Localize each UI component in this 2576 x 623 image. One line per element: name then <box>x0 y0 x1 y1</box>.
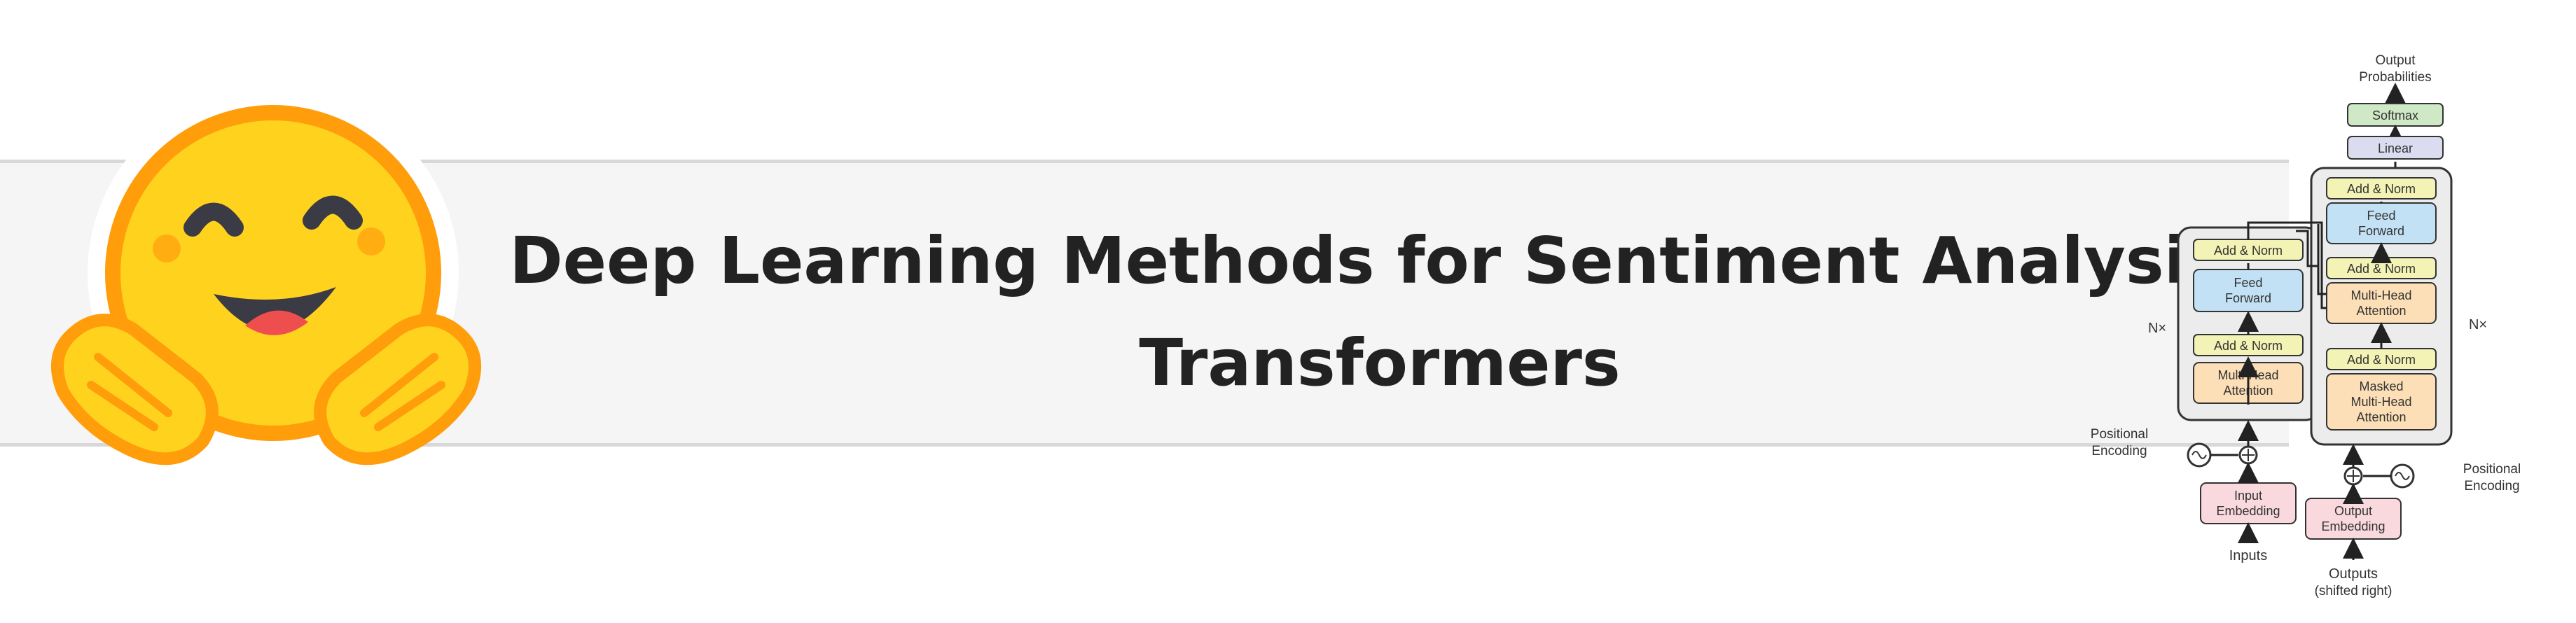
encoder-add-norm-top-label: Add & Norm <box>2214 244 2283 258</box>
page-title: Deep Learning Methods for Sentiment Anal… <box>462 210 2297 414</box>
decoder-masked-attention <box>2326 373 2437 430</box>
decoder-softmax-label: Softmax <box>2372 108 2418 122</box>
decoder-positional-line-2: Encoding <box>2464 479 2519 493</box>
emoji-right-hand <box>314 314 481 465</box>
encoder-stack: Add & Norm Feed Forward Add & Norm Multi… <box>2091 226 2320 564</box>
decoder-positional-line-1: Positional <box>2463 462 2521 477</box>
decoder-stack: Output Probabilities Softmax Linear Add … <box>2296 53 2521 598</box>
decoder-masked-line-2: Multi-Head <box>2350 395 2411 409</box>
encoder-positional-line-2: Encoding <box>2091 444 2147 458</box>
decoder-ff-line-1: Feed <box>2367 209 2395 223</box>
encoder-ff-line-2: Forward <box>2225 291 2271 305</box>
decoder-masked-line-1: Masked <box>2359 379 2403 393</box>
decoder-linear <box>2347 136 2444 160</box>
title-line-1: Deep Learning Methods for Sentiment Anal… <box>509 223 2250 298</box>
encoder-add-norm-bottom-label: Add & Norm <box>2214 339 2283 353</box>
encoder-inputs-label: Inputs <box>2229 548 2267 564</box>
title-line-2: Transformers <box>1139 326 1621 400</box>
encoder-positional-line-1: Positional <box>2091 427 2148 442</box>
decoder-repeat-label: N× <box>2469 317 2487 332</box>
encoder-ff-line-1: Feed <box>2234 276 2262 290</box>
decoder-add-norm-1-label: Add & Norm <box>2347 182 2416 196</box>
emoji-mouth <box>214 287 336 335</box>
decoder-add-norm-2-label: Add & Norm <box>2347 262 2416 276</box>
encoder-embedding-line-2: Embedding <box>2216 504 2280 518</box>
emoji-left-hand <box>51 314 219 465</box>
decoder-cross-attn-line-2: Attention <box>2356 304 2406 318</box>
decoder-ff-line-2: Forward <box>2358 224 2404 238</box>
decoder-cross-attn-line-1: Multi-Head <box>2350 288 2411 302</box>
decoder-embedding-line-1: Output <box>2334 504 2372 518</box>
hugging-face-emoji-icon <box>51 88 481 465</box>
decoder-masked-line-3: Attention <box>2356 410 2406 424</box>
output-probabilities-line-1: Output <box>2375 53 2416 68</box>
decoder-add-norm-3-label: Add & Norm <box>2347 353 2416 367</box>
decoder-outputs-line-2: (shifted right) <box>2315 584 2393 598</box>
encoder-embedding-line-1: Input <box>2234 489 2262 503</box>
transformer-architecture-diagram: Add & Norm Feed Forward Add & Norm Multi… <box>2091 53 2521 598</box>
decoder-linear-label: Linear <box>2378 141 2413 155</box>
decoder-add-norm-1 <box>2326 177 2437 200</box>
emoji-eyes <box>153 195 385 262</box>
output-probabilities-line-2: Probabilities <box>2359 70 2432 85</box>
decoder-outputs-line-1: Outputs <box>2329 566 2378 582</box>
decoder-embedding-line-2: Embedding <box>2321 519 2385 533</box>
encoder-repeat-label: N× <box>2148 321 2166 336</box>
encoder-decoder-connection <box>2247 221 2327 309</box>
